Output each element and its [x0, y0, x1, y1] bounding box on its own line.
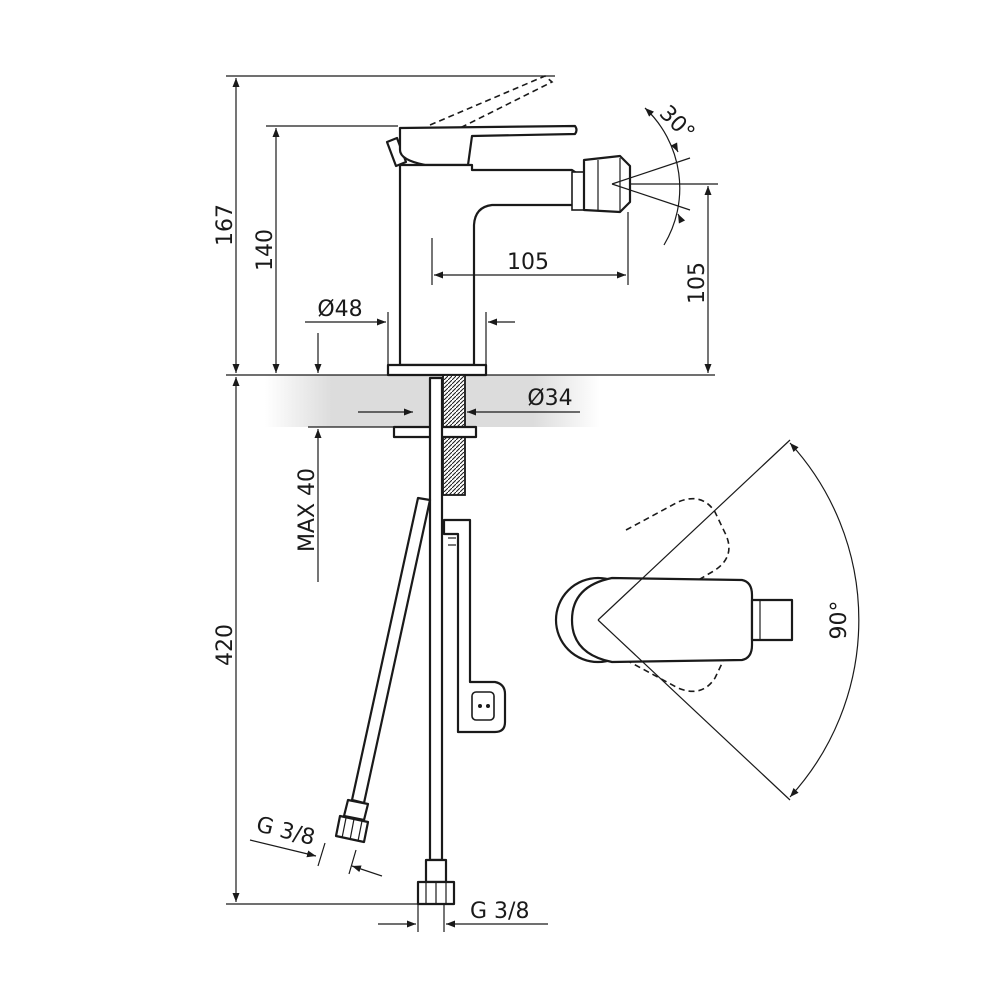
label-lever-angle: 90°	[827, 601, 852, 640]
faucet-side-view	[334, 75, 632, 906]
hose-straight	[428, 376, 444, 862]
faucet-top-view	[554, 439, 860, 801]
label-hose-length: 420	[213, 624, 238, 666]
faucet-body	[398, 163, 580, 367]
top-view-lever	[570, 576, 754, 664]
hose-fitting-left	[334, 798, 370, 844]
label-max-thickness: MAX 40	[295, 468, 320, 552]
label-outlet-height: 105	[685, 262, 710, 304]
hose-fitting-right	[416, 858, 456, 906]
label-nozzle-angle: 30°	[654, 101, 699, 146]
label-spout-height: 140	[253, 229, 278, 271]
label-hole-diameter: Ø34	[527, 386, 572, 411]
label-total-height: 167	[213, 204, 238, 246]
spout-end	[571, 171, 585, 211]
dimension-labels: 167 140 105 105 Ø48 Ø34 MAX 40 420 G 3/8…	[213, 101, 852, 924]
dimension-lines	[226, 75, 718, 932]
top-view-nozzle	[750, 598, 794, 642]
label-connection-left: G 3/8	[254, 812, 318, 851]
nozzle	[582, 154, 632, 214]
lever	[398, 124, 578, 167]
label-body-diameter: Ø48	[317, 297, 362, 322]
label-spout-reach: 105	[507, 250, 549, 275]
lever-raised-outline	[429, 75, 554, 129]
lever-cartridge	[385, 136, 408, 168]
lever-position-lower	[625, 589, 730, 693]
base-plate	[386, 363, 488, 377]
clip-lock	[471, 691, 495, 721]
label-connection-right: G 3/8	[470, 899, 529, 924]
hose-clip	[442, 518, 507, 734]
hose-angled	[350, 496, 432, 805]
lever-position-upper	[625, 497, 730, 601]
